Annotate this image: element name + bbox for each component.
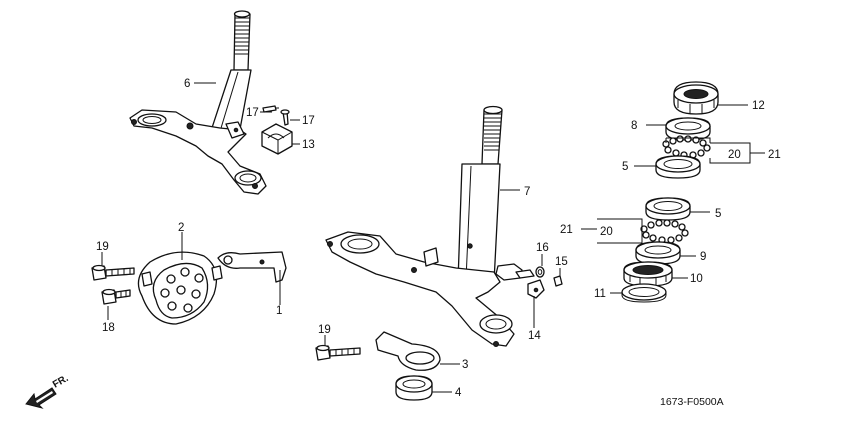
part-screws-17 xyxy=(262,105,290,126)
part-dust-seal-10 xyxy=(623,261,673,287)
part-outer-race-upper xyxy=(655,155,701,179)
part-bottom-cone-race-9 xyxy=(635,241,681,265)
callout-21a: 21 xyxy=(768,149,781,161)
part-clamp-bracket-3 xyxy=(375,331,441,371)
callout-16: 16 xyxy=(536,242,549,254)
callout-4: 4 xyxy=(455,387,462,399)
callout-10: 10 xyxy=(690,273,703,285)
part-bolt-19-lower xyxy=(315,344,361,361)
part-main-steering-stem xyxy=(325,105,515,347)
part-bolt-19-horn xyxy=(91,264,135,281)
part-bolt-18 xyxy=(101,288,131,305)
callout-9: 9 xyxy=(700,251,706,263)
callout-labels: 1 2 3 4 5 5 6 7 8 9 10 11 12 13 14 15 16… xyxy=(96,78,781,399)
leader-lines xyxy=(101,82,765,393)
callout-20a: 20 xyxy=(728,149,741,161)
callout-5a: 5 xyxy=(622,161,628,173)
callout-15: 15 xyxy=(555,256,568,268)
part-horn xyxy=(137,251,223,325)
callout-3: 3 xyxy=(462,359,468,371)
part-ball-bearings-lower xyxy=(640,219,689,244)
callout-13: 13 xyxy=(302,139,315,151)
callout-1: 1 xyxy=(276,305,282,317)
callout-7: 7 xyxy=(524,186,530,198)
callout-19b: 19 xyxy=(318,324,331,336)
front-label: FR. xyxy=(51,373,71,391)
callout-19a: 19 xyxy=(96,241,109,253)
callout-21b: 21 xyxy=(560,224,573,236)
callout-20b: 20 xyxy=(600,226,613,238)
part-top-cone-race-8 xyxy=(665,117,711,141)
part-top-nut-12 xyxy=(673,81,719,115)
callout-2: 2 xyxy=(178,222,184,234)
callout-14: 14 xyxy=(528,330,541,342)
callout-18: 18 xyxy=(102,322,115,334)
part-horn-bracket xyxy=(217,251,287,283)
part-lock-14 xyxy=(495,263,563,299)
part-upper-steering-stem xyxy=(129,10,267,195)
callout-17b: 17 xyxy=(302,115,315,127)
diagram-code: 1673-F0500A xyxy=(660,396,724,408)
callout-12: 12 xyxy=(752,100,765,112)
callout-6: 6 xyxy=(184,78,190,90)
callout-17a: 17 xyxy=(246,107,259,119)
callout-11: 11 xyxy=(594,288,606,300)
callout-5b: 5 xyxy=(715,208,721,220)
part-seal-ring-4 xyxy=(395,375,433,401)
part-outer-race-lower xyxy=(645,197,691,221)
callout-8: 8 xyxy=(631,120,637,132)
front-direction-arrow-icon xyxy=(25,387,57,409)
part-washer-11 xyxy=(621,283,667,303)
part-clamp-13 xyxy=(261,123,293,155)
part-ball-bearings-upper xyxy=(662,135,711,159)
